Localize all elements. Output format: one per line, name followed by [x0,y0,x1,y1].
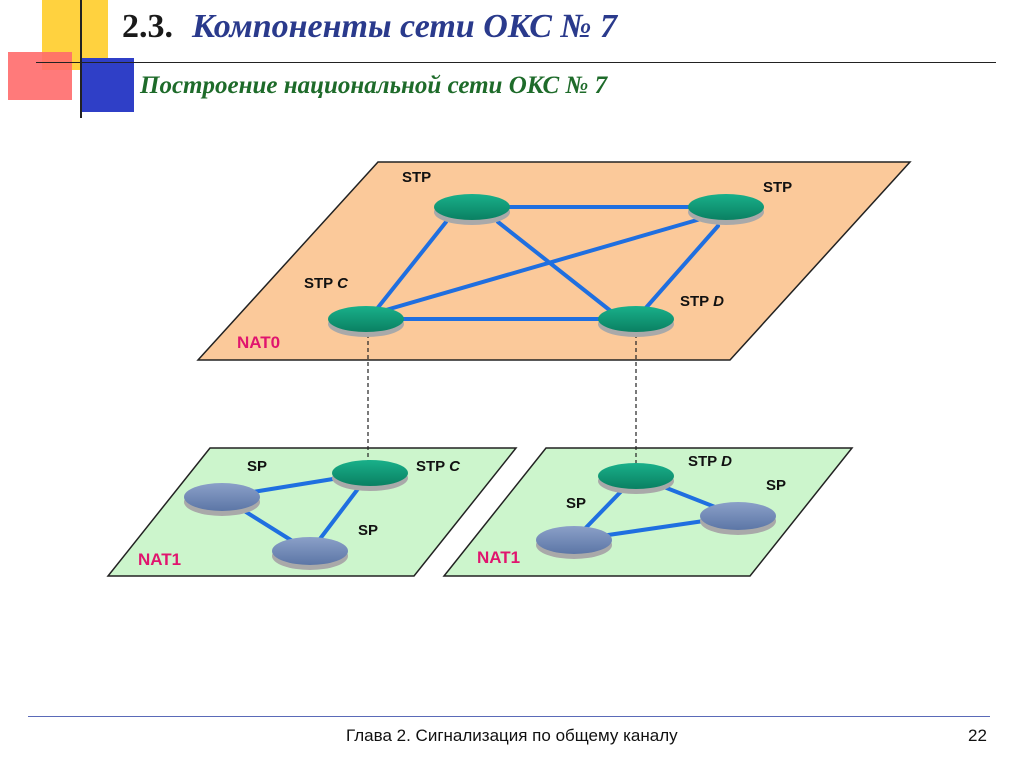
node-nat1-right-sp-left [536,526,612,559]
page-subtitle: Построение национальной сети ОКС № 7 [140,72,608,99]
node-nat1-left-sp-top [184,483,260,516]
page-number: 22 [968,726,987,745]
link-stp-tr-stp-c [370,216,706,316]
node-stp-d [598,306,674,337]
link-stp-tl-stp-d [496,220,614,314]
deco-horizontal-line [36,62,996,63]
label-nat1-left-sp-top: SP [247,458,267,475]
label-nat1-left-sp-bottom: SP [358,522,378,539]
inter-level-connectors [367,334,637,464]
page-title: Компоненты сети ОКС № 7 [192,8,617,45]
footer-chapter: Глава 2. Сигнализация по общему каналу [346,726,678,745]
deco-blue-square [82,58,134,112]
footer-divider [28,716,990,717]
link-stp-tl-stp-c [374,220,448,312]
label-stp-top-left: STP [402,169,431,186]
node-nat1-right-stp-d [598,463,674,494]
nat1-left-plane [106,447,518,577]
deco-vertical-line [80,0,82,118]
label-stp-d: STP D [680,293,724,310]
node-stp-c [328,306,404,337]
label-nat1-right-sp-left: SP [566,495,586,512]
node-nat1-left-sp-bottom [272,537,348,570]
node-nat1-left-stp-c [332,460,408,491]
label-nat1-right: NAT1 [477,548,520,567]
section-number: 2.3. [122,8,173,45]
label-nat1-right-stp-d: STP D [688,453,732,470]
deco-red-square [8,52,72,100]
node-nat1-right-sp-right [700,502,776,535]
label-stp-c: STP C [304,275,349,292]
nat0-links [364,205,728,321]
label-stp-top-right: STP [763,179,792,196]
link-stp-tr-stp-d [642,224,720,312]
label-nat1-left: NAT1 [138,550,181,569]
node-stp-top-right [688,194,764,225]
label-nat0: NAT0 [237,333,280,352]
label-nat1-left-stp-c: STP C [416,458,461,475]
node-stp-top-left [434,194,510,225]
label-nat1-right-sp-right: SP [766,477,786,494]
